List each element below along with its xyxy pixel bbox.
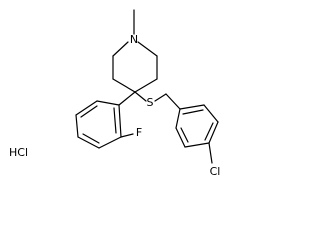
bond-ph6-ph1: [118, 104, 122, 138]
bond-cp3-cp4-inner: [204, 122, 214, 141]
bond-c4-s: [134, 91, 147, 102]
bond-cp1-cp2-inner: [182, 109, 204, 115]
fluorine-atom-label: F: [136, 126, 142, 139]
atom-labels: N S F Cl HCl: [9, 33, 220, 178]
bond-c4-c5: [112, 78, 136, 93]
bond-cp4-cp5: [184, 142, 210, 148]
bond-s-ch2: [154, 93, 167, 102]
bond-c4-phenyl: [118, 91, 136, 106]
bond-cp3-cp4: [208, 121, 219, 144]
bond-cp2-cp3: [203, 104, 219, 123]
bond-cp1-cp2: [179, 104, 205, 110]
bond-ch2-aryl: [165, 93, 181, 110]
bond-ph6-ph1-inner: [113, 107, 117, 134]
bond-n-c2: [137, 41, 158, 57]
bond-cp4-cl: [208, 142, 213, 164]
bond-cp5-cp6-inner: [180, 127, 189, 143]
chemical-structure-diagram: N S F Cl HCl: [9, 9, 220, 178]
salt-label: HCl: [9, 146, 28, 159]
nitrogen-atom-label: N: [130, 33, 138, 46]
bond-ph1-ph2: [96, 100, 120, 106]
sulfur-atom-label: S: [147, 96, 154, 109]
bond-ph4-ph5: [77, 136, 100, 149]
bond-ph4-ph5-inner: [82, 133, 100, 144]
bond-cp6-cp1: [175, 108, 181, 129]
chlorophenyl-ring: [175, 104, 219, 164]
bond-ph3-ph4: [75, 114, 79, 138]
chlorine-atom-label: Cl: [210, 165, 221, 178]
thioether-linkage: [134, 91, 181, 110]
bond-ph6-f: [120, 133, 134, 138]
piperidine-ring: [112, 9, 158, 93]
bond-ph2-ph3-inner: [80, 105, 98, 118]
bond-ph2-ph3: [75, 100, 98, 116]
bond-ph5-ph6: [98, 136, 122, 149]
fluorophenyl-ring: [75, 91, 136, 149]
bond-c3-c4: [134, 78, 158, 93]
bond-cp5-cp6: [175, 127, 186, 148]
bond-c6-n: [112, 41, 129, 57]
